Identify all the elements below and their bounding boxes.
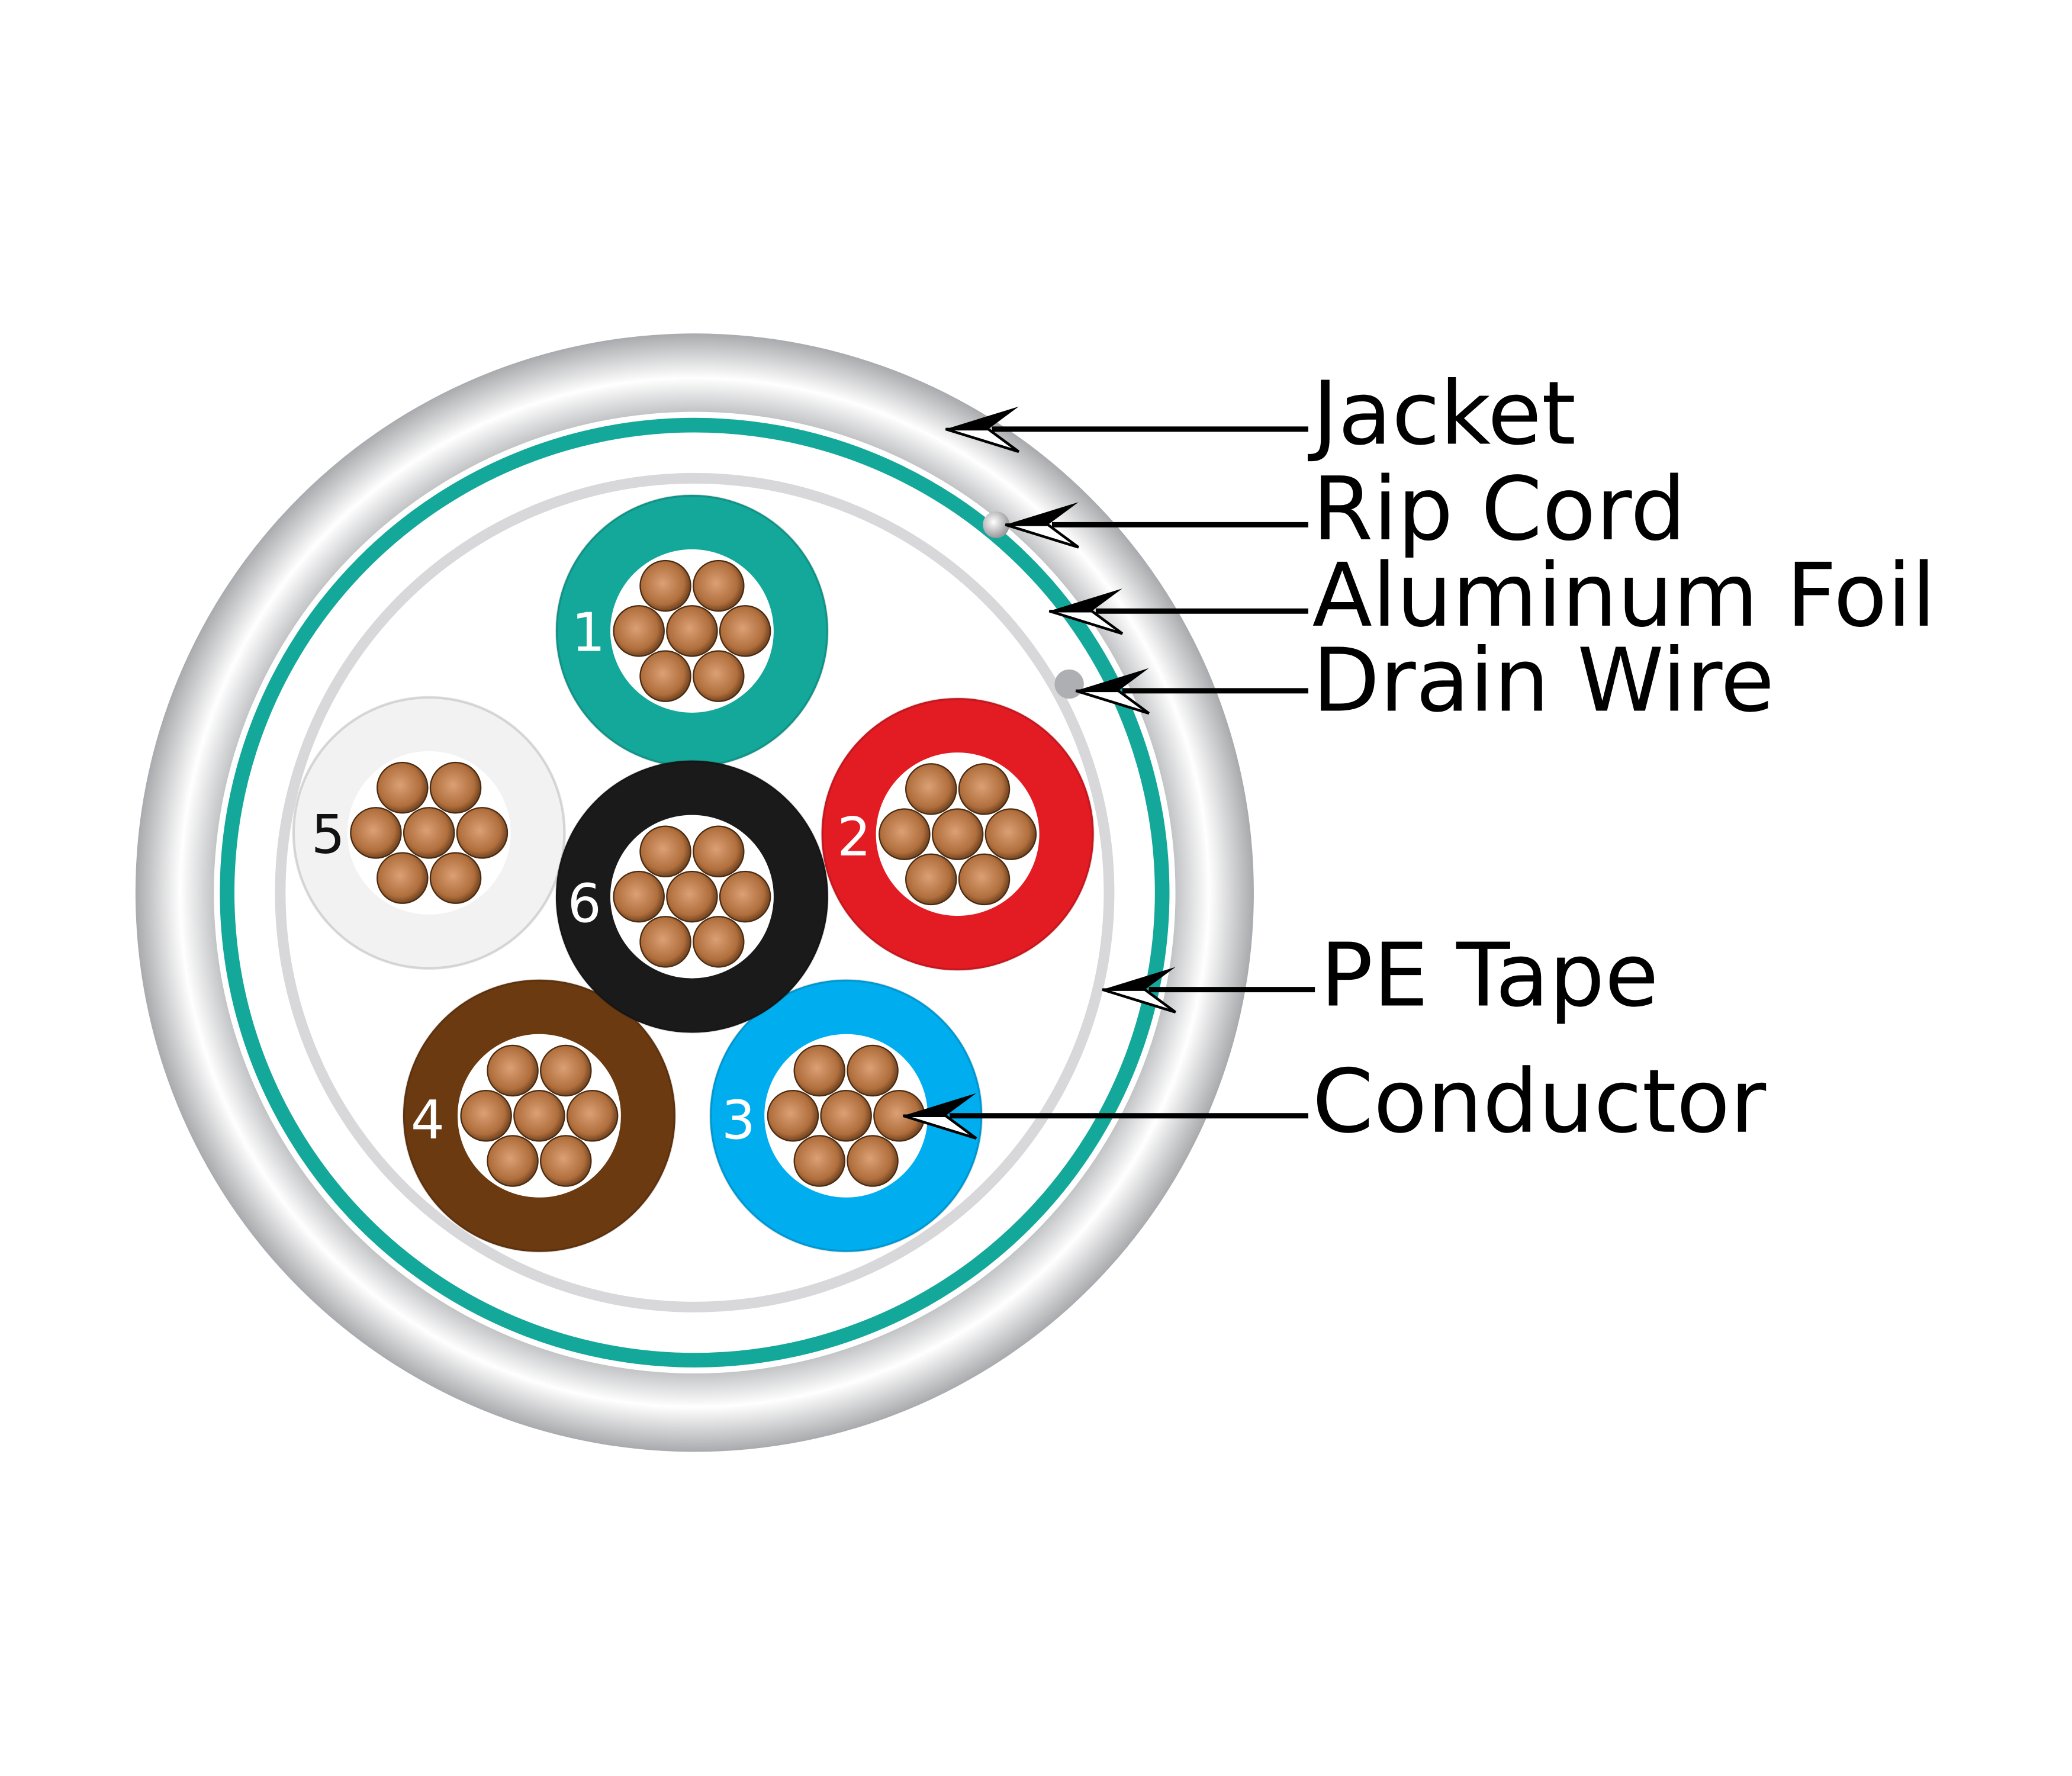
strand xyxy=(639,825,691,878)
aluminum-foil-ring xyxy=(220,417,1170,1368)
strand xyxy=(639,916,691,968)
strand xyxy=(879,808,931,860)
strand xyxy=(429,852,482,904)
strand xyxy=(613,870,665,923)
conductor-number: 5 xyxy=(311,805,345,866)
insulated-conductor-1: 1 xyxy=(555,494,829,768)
strand xyxy=(984,808,1037,860)
label-drain-wire: Drain Wire xyxy=(1312,629,1775,731)
label-conductor: Conductor xyxy=(1312,1051,1767,1153)
label-pe-tape: PE Tape xyxy=(1320,925,1659,1027)
strand xyxy=(540,1135,592,1187)
strand xyxy=(958,763,1011,815)
insulation xyxy=(403,979,675,1252)
strand xyxy=(403,807,455,859)
strand xyxy=(905,853,957,906)
insulated-conductor-6: 6 xyxy=(555,760,829,1034)
strand xyxy=(639,650,691,702)
strand xyxy=(429,761,482,814)
strand xyxy=(767,1090,819,1142)
insulation xyxy=(821,698,1094,971)
insulated-conductor-5: 5 xyxy=(292,696,566,970)
strand xyxy=(513,1090,565,1142)
strand xyxy=(693,559,745,612)
strand xyxy=(613,605,665,657)
strand xyxy=(487,1135,539,1187)
strand xyxy=(377,852,429,904)
strand xyxy=(639,559,691,612)
label-rip-cord: Rip Cord xyxy=(1312,458,1686,560)
strand xyxy=(693,825,745,878)
strand xyxy=(350,807,402,859)
pe-tape-ring xyxy=(275,472,1115,1312)
strand xyxy=(905,763,957,815)
strand xyxy=(719,870,771,923)
leader-lines xyxy=(902,406,1315,1140)
strand xyxy=(487,1044,539,1097)
strand xyxy=(793,1135,846,1187)
conductor-number: 1 xyxy=(571,603,605,664)
strand xyxy=(847,1135,899,1187)
strand xyxy=(847,1044,899,1097)
strand xyxy=(931,808,984,860)
insulation xyxy=(292,696,565,969)
strand xyxy=(456,807,509,859)
insulated-conductor-4: 4 xyxy=(402,979,676,1253)
strand xyxy=(693,916,745,968)
insulation xyxy=(555,494,828,767)
conductor-number: 2 xyxy=(837,807,871,868)
arrow xyxy=(902,1093,1308,1140)
label-aluminum-foil: Aluminum Foil xyxy=(1312,545,1936,646)
strand xyxy=(793,1044,846,1097)
strand xyxy=(377,761,429,814)
strand xyxy=(666,605,718,657)
insulated-conductor-2: 2 xyxy=(821,697,1095,971)
conductor-number: 6 xyxy=(568,873,601,935)
strand xyxy=(719,605,771,657)
strand xyxy=(460,1090,512,1142)
rip-cord xyxy=(983,511,1010,538)
insulation xyxy=(555,760,828,1033)
drain-wire xyxy=(1054,669,1084,699)
arrow xyxy=(1102,967,1315,1014)
strand xyxy=(666,870,718,923)
label-jacket: Jacket xyxy=(1308,363,1576,465)
strand xyxy=(820,1090,872,1142)
strand xyxy=(540,1044,592,1097)
conductor-number: 4 xyxy=(411,1090,445,1151)
conductor-number: 3 xyxy=(722,1090,755,1151)
arrow xyxy=(945,406,1308,453)
strand xyxy=(693,650,745,702)
strand xyxy=(958,853,1011,906)
strand xyxy=(566,1090,619,1142)
arrow xyxy=(1005,502,1308,549)
